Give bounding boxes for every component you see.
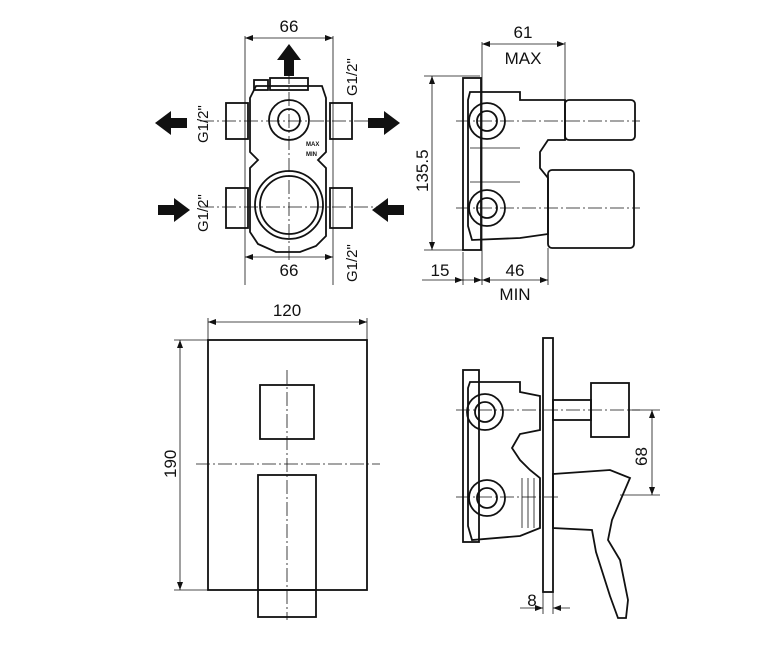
dim-plate-width-label: 120 — [273, 301, 301, 320]
thread-bottom-left-label: G1/2" — [195, 194, 212, 232]
dim-min-text: MIN — [499, 285, 530, 304]
dim-top-width-label: 66 — [280, 17, 299, 36]
dim-bottom-width: 66 — [245, 254, 333, 280]
dim-bottom-width-label: 66 — [280, 261, 299, 280]
assembled-side-view: 68 8 — [456, 337, 660, 619]
thread-bottom-right-label: G1/2" — [344, 244, 361, 282]
body-front-view: 66 66 — [155, 17, 404, 285]
outlet-right-arrow-icon — [368, 111, 400, 135]
dim-min-depth-label: 46 — [506, 261, 525, 280]
thread-top-right-label: G1/2" — [344, 58, 361, 96]
dim-max-text: MAX — [505, 49, 542, 68]
outlet-up-arrow-icon — [277, 44, 301, 76]
thread-top-left-label: G1/2" — [195, 105, 212, 143]
dim-plate-height-label: 190 — [161, 450, 180, 478]
inlet-left-arrow-icon — [372, 198, 404, 222]
dim-offset-label: 15 — [431, 261, 450, 280]
dim-handle-offset-label: 68 — [632, 447, 651, 466]
dim-top-width: 66 — [245, 17, 333, 41]
dim-max-depth-label: 61 — [514, 23, 533, 42]
outlet-left-arrow-icon — [155, 111, 187, 135]
max-label: MAX — [306, 142, 319, 148]
min-label: MIN — [306, 152, 317, 158]
dim-height-label: 135.5 — [413, 149, 432, 192]
body-side-view: 61 MAX 135.5 15 46 MI — [413, 23, 640, 304]
dim-plate-thickness-label: 8 — [527, 591, 536, 610]
inlet-right-arrow-icon — [158, 198, 190, 222]
plate-front-view: 120 190 — [161, 301, 380, 620]
